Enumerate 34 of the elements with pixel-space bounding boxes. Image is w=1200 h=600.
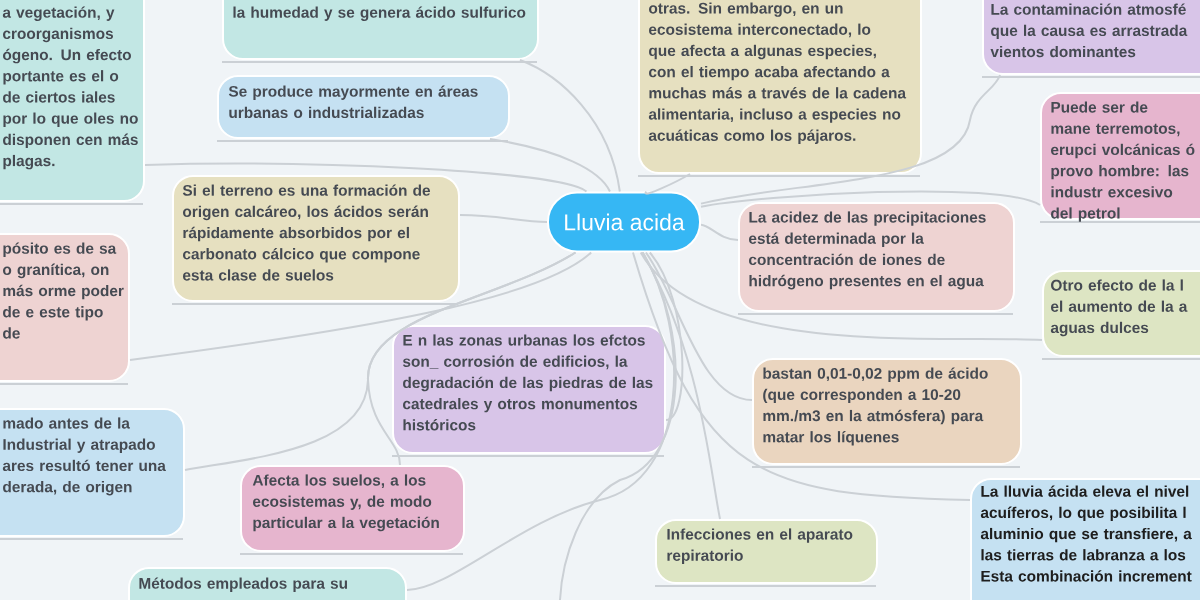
topic-box: Afecta los suelos, a los ecosistemas y, de modo particular a la vegetación (240, 465, 465, 552)
connector-line (459, 214, 548, 223)
connector-line (700, 190, 1041, 208)
topic-box: pósito es de sa o granítica, on más orme poder de e este tipo de (0, 233, 130, 382)
connector-line (639, 251, 1043, 341)
topic-box: Infecciones en el aparato repiratorio (655, 519, 878, 584)
topic-box: La acidez de las precipitaciones está determinada por la concentración de iones de hidrógeno presentes en el agua (738, 202, 1015, 312)
connector-line (489, 138, 611, 193)
connector-line (700, 74, 1001, 205)
connector-line (367, 251, 577, 466)
topic-box: Si el terreno es una formación de origen calcáreo, los ácidos serán rápidamente absorbidos por el carbonato cálcico que compone esta clase de suelos (172, 175, 460, 302)
topic-box: bastan 0,01-0,02 ppm de ácido (que corresponden a 10-20 mm./m3 en la atmósfera) para matar los líquenes (752, 358, 1022, 465)
topic-box: E n las zonas urbanas los efctos son_ corrosión de edificios, la degradación de las piedras de las catedrales y otros monumentos históricos (392, 325, 666, 454)
connector-line (648, 251, 684, 421)
connector-line (519, 59, 621, 193)
topic-box: otras. Sin embargo, en un ecosistema interconectado, lo que afecta a algunas especies, con el tiempo acaba afectando a muchas más a través de la cadena alimentaria, incluso a especies no acuáticas como los pájaros. (638, 0, 922, 174)
connector-line (644, 251, 753, 401)
topic-box: Se produce mayormente en áreas urbanas o industrializadas (217, 75, 510, 139)
connector-line (129, 251, 593, 361)
connector-line (700, 223, 739, 241)
topic-box: la humedad y se genera ácido sulfurico (222, 0, 539, 60)
connector-line (641, 251, 721, 520)
connector-line (144, 162, 588, 193)
topic-box: Métodos empleados para su (128, 567, 407, 600)
central-topic: Lluvia acida (547, 191, 701, 253)
topic-box: La lluvia ácida eleva el nivel acuíferos, lo que posibilita l aluminio que se transfiere, a las tierras de labranza a los Esta combinación increment (970, 478, 1200, 600)
topic-box: La contaminación atmosfé que la causa es arrastrada vientos dominantes (982, 0, 1200, 75)
connector-line (559, 251, 677, 600)
connector-line (632, 251, 971, 501)
topic-box: a vegetación, y croorganismos ógeno. Un efecto portante es el o de ciertos iales por lo que oles no disponen cen más plagas. (0, 0, 145, 202)
connector-line (644, 173, 691, 195)
topic-box: Otro efecto de la l el aumento de la a aguas dulces (1042, 270, 1200, 357)
topic-box: mado antes de la Industrial y atrapado ares resultó tener una derada, de origen (0, 408, 185, 537)
topic-box: Puede ser de mane terremotos, erupci volcánicas ó provo hombre: las industr excesivo del petrol (1040, 92, 1200, 222)
